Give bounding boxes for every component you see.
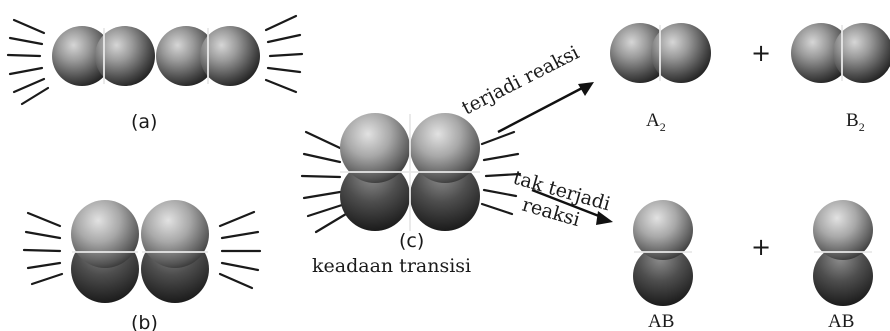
product-AB-1 — [633, 200, 693, 306]
molecule-b-1 — [71, 200, 139, 303]
motion-lines-c-left — [300, 130, 348, 234]
motion-lines-c-right — [480, 130, 522, 216]
molecule-b-2 — [141, 200, 209, 303]
transition-complex — [340, 113, 480, 231]
label-c: (c) — [399, 230, 424, 252]
motion-lines-b-left — [22, 211, 64, 286]
label-AB-1: AB — [648, 311, 674, 331]
transition-state: (c) keadaan transisi — [300, 113, 522, 277]
arrow-reaction-occurs — [497, 82, 594, 134]
label-b: (b) — [131, 312, 158, 331]
molecule-pair-b: (b) — [22, 200, 262, 331]
molecule-pair-a: (a) — [6, 14, 304, 133]
label-B2-letter: B — [846, 110, 859, 131]
plus-sign-bottom: + — [751, 233, 771, 261]
label-A2-letter: A — [646, 110, 660, 131]
arrow-no-reaction — [531, 188, 613, 225]
label-B2: B2 — [846, 110, 865, 134]
motion-lines-a-left — [6, 18, 50, 106]
product-A2 — [610, 23, 711, 83]
plus-sign-top: + — [751, 39, 771, 67]
product-B2 — [791, 23, 890, 83]
molecule-a-2 — [156, 26, 260, 86]
motion-lines-a-right — [264, 14, 304, 94]
label-AB-2: AB — [828, 311, 854, 331]
label-transition-state: keadaan transisi — [312, 255, 471, 277]
product-AB-2 — [813, 200, 873, 306]
label-a: (a) — [131, 111, 157, 133]
molecule-a-1 — [52, 26, 155, 86]
label-B2-subscript: 2 — [859, 120, 865, 134]
label-A2-subscript: 2 — [660, 120, 666, 134]
motion-lines-b-right — [218, 210, 262, 290]
label-A2: A2 — [646, 110, 666, 134]
label-reaction-occurs: terjadi reaksi — [458, 42, 582, 120]
